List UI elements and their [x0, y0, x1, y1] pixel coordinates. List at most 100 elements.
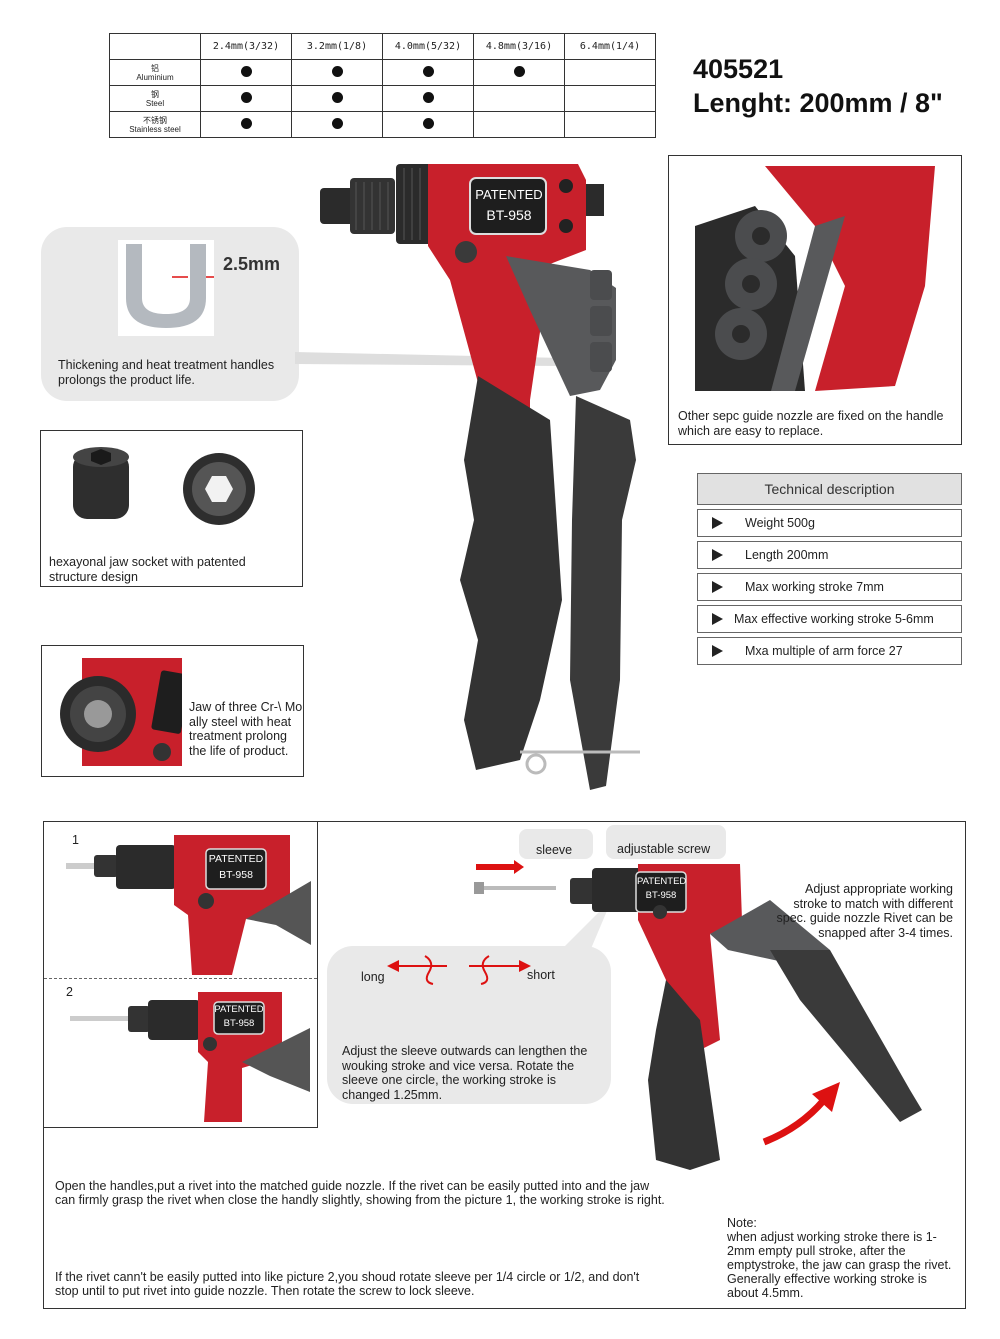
triangle-bullet-icon: [712, 549, 723, 561]
note-title: Note:: [727, 1216, 757, 1230]
fit-cell: [473, 59, 565, 86]
jaw-socket-caption: hexayonal jaw socket with patented struc…: [49, 555, 246, 584]
fit-dot-icon: [422, 117, 434, 129]
fit-cell: [291, 85, 383, 112]
fit-cell: [291, 59, 383, 86]
tool-label-line1: PATENTED: [475, 187, 543, 202]
fit-dot-icon: [240, 91, 252, 103]
size-header: 4.8mm(3/16): [473, 33, 565, 60]
adjust-caption: Adjust appropriate working stroke to mat…: [776, 882, 954, 940]
fit-dot-icon: [422, 65, 434, 77]
fit-dot-icon: [422, 91, 434, 103]
open-handles-text: Open the handles,put a rivet into the ma…: [55, 1179, 665, 1207]
screw-tag: [606, 825, 726, 859]
fit-dot-icon: [513, 65, 525, 77]
step-2-tool-label: PATENTED BT-958: [214, 1004, 264, 1029]
guide-nozzle-panel: Other sepc guide nozzle are fixed on the…: [668, 155, 962, 445]
sleeve-adjust-callout: [327, 946, 611, 1104]
rivet-compatibility-table: 2.4mm(3/32) 3.2mm(1/8) 4.0mm(5/32) 4.8mm…: [109, 33, 656, 138]
step-2-illustration: [70, 992, 310, 1122]
jaw-socket-panel: hexayonal jaw socket with patented struc…: [40, 430, 303, 587]
tech-title: Technical description: [697, 473, 962, 505]
fit-dot-icon: [240, 117, 252, 129]
step-divider: [44, 978, 317, 979]
fit-cell: [200, 85, 292, 112]
jaw-closeup-photo: [60, 658, 182, 766]
fit-cell: [473, 111, 565, 138]
open-gun-illustration: [474, 860, 922, 1170]
fit-cell: [382, 85, 474, 112]
table-header-row: 2.4mm(3/32) 3.2mm(1/8) 4.0mm(5/32) 4.8mm…: [109, 33, 656, 60]
thickness-value: 2.5mm: [223, 254, 281, 274]
fit-dot-icon: [331, 91, 343, 103]
tech-item: Weight 500g: [697, 509, 962, 537]
model-length: Lenght: 200mm / 8": [693, 88, 943, 118]
fit-dot-icon: [331, 65, 343, 77]
step-2-number: 2: [66, 985, 73, 999]
open-gun-tool-label: PATENTED BT-958: [637, 876, 687, 901]
tech-item: Mxa multiple of arm force 27: [697, 637, 962, 665]
material-cn: 不锈钢: [143, 115, 167, 125]
fit-cell: [382, 111, 474, 138]
triangle-bullet-icon: [712, 613, 723, 625]
short-label: short: [527, 968, 555, 982]
technical-description: Technical description Weight 500g Length…: [697, 473, 962, 665]
fit-cell: [564, 111, 656, 138]
material-en: Stainless steel: [129, 124, 181, 134]
fit-cell: [291, 111, 383, 138]
fit-cell: [564, 85, 656, 112]
step-1-illustration: [66, 835, 311, 975]
triangle-bullet-icon: [712, 517, 723, 529]
fit-cell: [200, 111, 292, 138]
model-heading: 405521 Lenght: 200mm / 8": [693, 52, 943, 120]
tool-label: PATENTED BT-958: [471, 184, 547, 226]
step-pictures: [43, 821, 318, 1128]
material-cn: 钢: [151, 89, 159, 99]
squeeze-arrow-icon: [762, 1082, 840, 1146]
fit-cell: [382, 59, 474, 86]
note-block: Note: when adjust working stroke there i…: [727, 1216, 952, 1300]
size-header: 2.4mm(3/32): [200, 33, 292, 60]
jaw-steel-caption: Jaw of three Cr-\ Mo ally steel with hea…: [189, 700, 303, 758]
table-corner-cell: [109, 33, 201, 60]
tool-label-line2: BT-958: [486, 207, 532, 223]
jaw-socket-photo: [73, 447, 255, 525]
sleeve-label: sleeve: [536, 843, 573, 857]
step-1-number: 1: [72, 833, 79, 847]
rotate-sleeve-text: If the rivet cann't be easily putted int…: [55, 1270, 640, 1298]
fit-cell: [473, 85, 565, 112]
rivet-gun-illustration: [320, 164, 640, 790]
material-cn: 铝: [151, 63, 159, 73]
tech-item: Length 200mm: [697, 541, 962, 569]
size-header: 4.0mm(5/32): [382, 33, 474, 60]
material-en: Aluminium: [136, 72, 174, 82]
tech-item: Max working stroke 7mm: [697, 573, 962, 601]
note-text: when adjust working stroke there is 1-2m…: [727, 1230, 952, 1300]
triangle-bullet-icon: [712, 645, 723, 657]
fit-dot-icon: [331, 117, 343, 129]
u-profile-icon: [118, 240, 214, 336]
sleeve-tag: [519, 829, 593, 859]
fit-cell: [564, 59, 656, 86]
material-en: Steel: [145, 98, 165, 108]
rotate-arrows-icon: [387, 955, 531, 985]
fit-cell: [200, 59, 292, 86]
screw-label: adjustable screw: [617, 842, 711, 856]
size-header: 3.2mm(1/8): [291, 33, 383, 60]
sleeve-caption: Adjust the sleeve outwards can lengthen …: [342, 1044, 588, 1102]
fit-dot-icon: [240, 65, 252, 77]
thickness-caption: Thickening and heat treatment handles pr…: [58, 358, 275, 387]
pointer-arrow-icon: [295, 350, 591, 374]
size-header: 6.4mm(1/4): [564, 33, 656, 60]
long-label: long: [361, 970, 385, 984]
guide-nozzle-caption: Other sepc guide nozzle are fixed on the…: [678, 409, 944, 438]
jaw-steel-panel: Jaw of three Cr-\ Mo ally steel with hea…: [41, 645, 304, 777]
model-number: 405521: [693, 54, 784, 84]
triangle-bullet-icon: [712, 581, 723, 593]
